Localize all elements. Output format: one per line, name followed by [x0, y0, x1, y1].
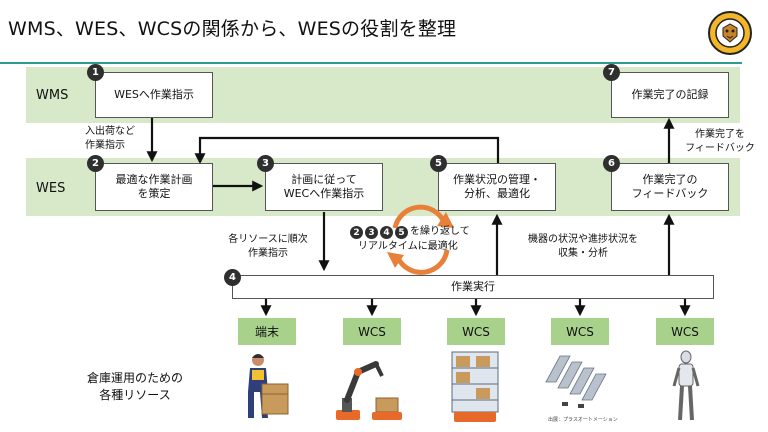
step-6-box: 作業完了の フィードバック: [611, 163, 729, 211]
step-2-marker: 2: [87, 155, 104, 172]
automated-storage-icon: [545, 355, 607, 408]
shelf-robot-icon: [451, 351, 499, 422]
loop-marker-4: 4: [380, 226, 393, 239]
resources-caption: 倉庫運用のための 各種リソース: [86, 371, 183, 402]
resource-wcs-1: WCS: [343, 318, 401, 345]
page-title: WMS、WES、WCSの関係から、WESの役割を整理: [8, 18, 457, 40]
resource-wcs-2: WCS: [447, 318, 505, 345]
note-sequential: 各リソースに順次 作業指示: [228, 234, 308, 259]
step-2-box: 最適な作業計画 を策定: [95, 163, 213, 211]
loop-caption-line1: を繰り返して: [410, 226, 470, 237]
step-5-box: 作業状況の管理・ 分析、最適化: [438, 163, 556, 211]
note-inbound: 入出荷など 作業指示: [85, 126, 135, 151]
step-6-marker: 6: [603, 155, 620, 172]
step-5-marker: 5: [430, 155, 447, 172]
robot-arm-icon: [336, 361, 402, 420]
loop-marker-5: 5: [395, 226, 408, 239]
step-3-box: 計画に従って WECへ作業指示: [265, 163, 383, 211]
loop-marker-3: 3: [365, 226, 378, 239]
step-4-box: 作業実行: [232, 275, 714, 299]
note-monitor: 機器の状況や進捗状況を 収集・分析: [528, 234, 638, 259]
logo-icon: [707, 10, 753, 56]
note-feedback: 作業完了を フィードバック: [685, 129, 755, 154]
step-7-marker: 7: [603, 64, 620, 81]
loop-caption-line2: リアルタイムに最適化: [358, 241, 458, 252]
loop-arrow-icon: [392, 204, 450, 275]
step-7-box: 作業完了の記録: [611, 72, 729, 118]
resource-wcs-4: WCS: [656, 318, 714, 345]
image-credit: 出展：プラスオートメーション: [548, 417, 618, 423]
title-divider: [0, 62, 742, 64]
step-3-marker: 3: [257, 155, 274, 172]
humanoid-robot-icon: [672, 350, 700, 421]
wms-lane-label: WMS: [36, 88, 69, 103]
resource-wcs-3: WCS: [551, 318, 609, 345]
resource-terminal: 端末: [238, 318, 296, 345]
wes-lane-label: WES: [36, 181, 66, 196]
step-1-box: WESへ作業指示: [95, 72, 213, 118]
worker-with-box-icon: [248, 354, 289, 418]
loop-marker-2: 2: [350, 226, 363, 239]
step-4-marker: 4: [224, 269, 241, 286]
step-1-marker: 1: [87, 64, 104, 81]
